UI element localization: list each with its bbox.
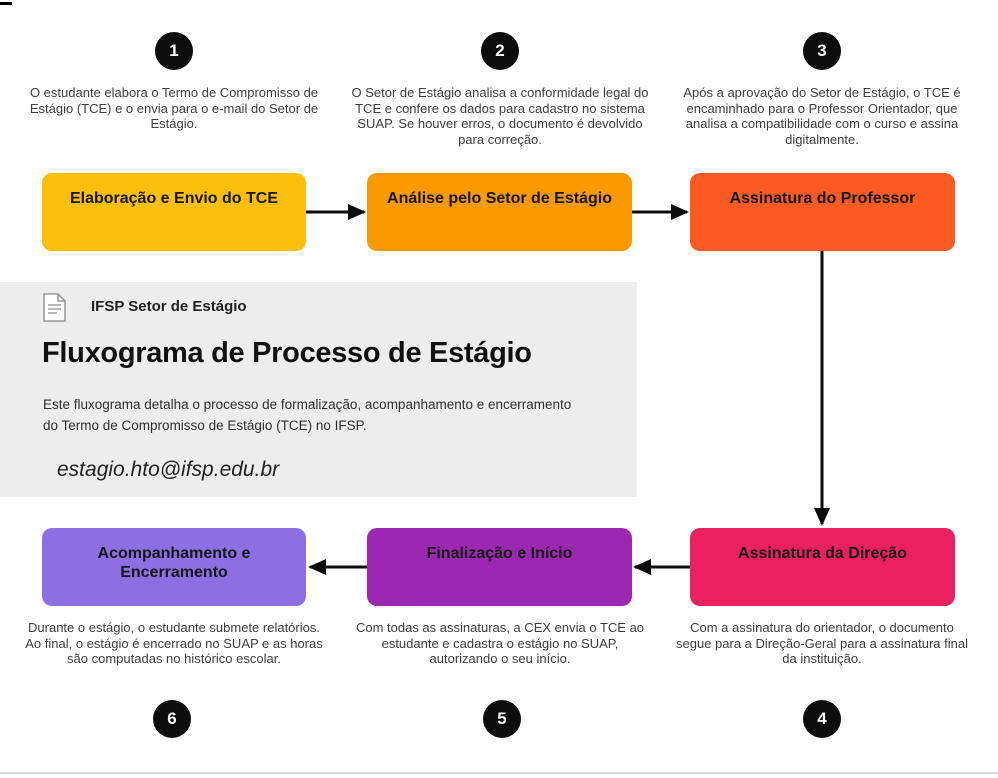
flow-box-assinatura-professor: Assinatura do Professor <box>690 173 955 251</box>
flow-box-label: Assinatura do Professor <box>729 190 916 207</box>
bottom-divider <box>0 772 998 774</box>
flow-box-acompanhamento: Acompanhamento e Encerramento <box>42 528 306 606</box>
step-3-number-badge: 3 <box>803 32 841 70</box>
flow-box-assinatura-direcao: Assinatura da Direção <box>690 528 955 606</box>
step-4-description: Com a assinatura do orientador, o docume… <box>676 620 968 667</box>
step-number: 5 <box>497 709 507 728</box>
flow-box-label: Acompanhamento e Encerramento <box>97 545 251 581</box>
step-number: 1 <box>169 41 179 60</box>
info-panel: IFSP Setor de Estágio Fluxograma de Proc… <box>0 282 637 497</box>
flow-box-label: Finalização e Início <box>426 545 573 562</box>
step-5-description: Com todas as assinaturas, a CEX envia o … <box>355 620 645 667</box>
step-1-description: O estudante elabora o Termo de Compromis… <box>29 85 319 132</box>
flow-box-label: Elaboração e Envio do TCE <box>69 190 279 207</box>
flow-box-elaboracao: Elaboração e Envio do TCE <box>42 173 306 251</box>
step-number: 4 <box>817 709 827 728</box>
step-6-number-badge: 6 <box>153 700 191 738</box>
screen-corner-artifact <box>0 2 12 5</box>
step-3-description: Após a aprovação do Setor de Estágio, o … <box>683 85 961 147</box>
step-number: 3 <box>817 41 827 60</box>
flow-box-label: Assinatura da Direção <box>738 545 907 562</box>
document-icon <box>43 293 66 322</box>
page-title: Fluxograma de Processo de Estágio <box>42 337 532 369</box>
step-4-number-badge: 4 <box>803 700 841 738</box>
contact-email: estagio.hto@ifsp.edu.br <box>57 458 280 481</box>
flow-box-analise: Análise pelo Setor de Estágio <box>367 173 632 251</box>
step-number: 6 <box>167 709 177 728</box>
step-1-number-badge: 1 <box>155 32 193 70</box>
panel-org-name: IFSP Setor de Estágio <box>91 298 247 315</box>
step-2-description: O Setor de Estágio analisa a conformidad… <box>351 85 649 147</box>
flow-box-finalizacao: Finalização e Início <box>367 528 632 606</box>
panel-description: Este fluxograma detalha o processo de fo… <box>43 397 572 433</box>
step-6-description: Durante o estágio, o estudante submete r… <box>25 620 323 667</box>
flow-box-label: Análise pelo Setor de Estágio <box>387 190 612 207</box>
step-5-number-badge: 5 <box>483 700 521 738</box>
step-number: 2 <box>495 41 505 60</box>
step-2-number-badge: 2 <box>481 32 519 70</box>
